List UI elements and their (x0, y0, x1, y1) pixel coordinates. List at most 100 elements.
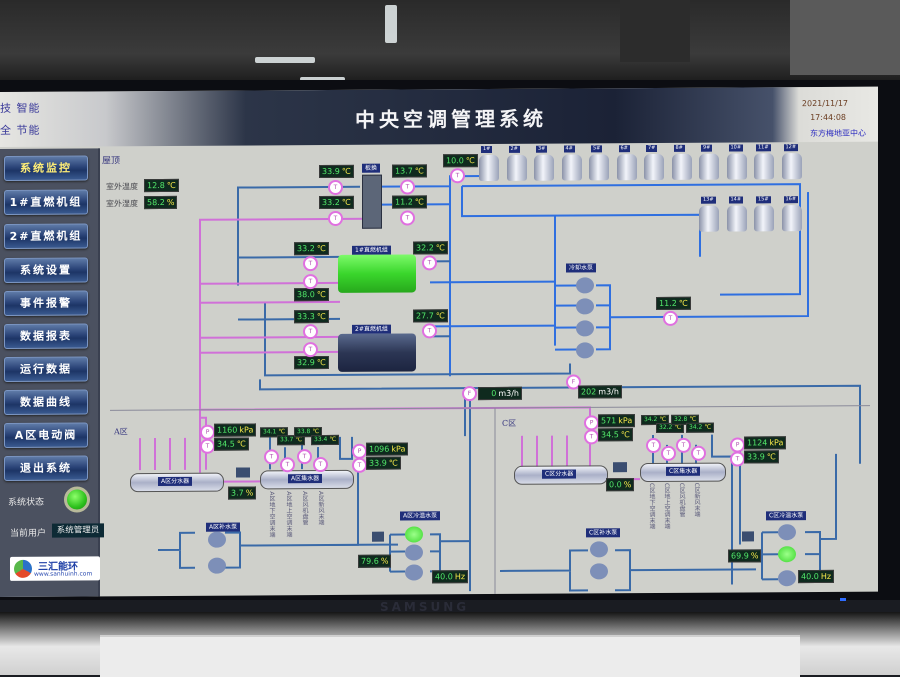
valve-icon[interactable] (236, 467, 250, 477)
temp-sensor-icon[interactable]: T (422, 255, 437, 270)
cooling-tower[interactable]: 5# (588, 145, 610, 183)
unit: ℃ (767, 452, 776, 461)
flow-sensor-icon[interactable]: F (462, 386, 477, 401)
value: 79.6 (361, 557, 379, 566)
temp-sensor-icon[interactable]: T (646, 438, 661, 453)
wall-panel (790, 0, 900, 75)
temp-sensor-icon[interactable]: T (730, 451, 745, 466)
bypass-valve-icon[interactable] (372, 532, 384, 542)
nav-data-curve[interactable]: 数据曲线 (4, 389, 88, 415)
sidebar: 系统监控 1#直燃机组 2#直燃机组 系统设置 事件报警 数据报表 运行数据 数… (0, 148, 100, 597)
unit: % (167, 198, 175, 207)
temp-sensor-icon[interactable]: T (400, 179, 415, 194)
zone-c-label: C区 (502, 418, 516, 429)
nav-system-monitor[interactable]: 系统监控 (4, 155, 88, 181)
temp-sensor-icon[interactable]: T (303, 342, 318, 357)
pressure-sensor-icon[interactable]: P (352, 444, 367, 459)
temp-sensor-icon[interactable]: T (303, 274, 318, 289)
bypass-valve-icon[interactable] (742, 531, 754, 541)
system-status-label: 系统状态 (8, 495, 44, 508)
temp-sensor-icon[interactable]: T (661, 446, 676, 461)
cooling-tower[interactable]: 7# (643, 145, 665, 183)
c-makeup-pump-label: C区补水泵 (586, 528, 620, 537)
nav-event-alarm[interactable]: 事件报警 (4, 290, 88, 316)
temp-sensor-icon[interactable]: T (584, 429, 599, 444)
c-hot-pump-label: C区冷温水泵 (766, 511, 806, 520)
cooling-tower[interactable]: 13# (698, 197, 720, 235)
cooling-tower[interactable]: 12# (781, 144, 803, 182)
pressure-sensor-icon[interactable]: P (730, 437, 745, 452)
pump-icon[interactable] (405, 564, 423, 580)
value: 34.5 (217, 440, 235, 449)
branch-temp: 34.2℃ (686, 423, 714, 433)
temp-sensor-icon[interactable]: T (400, 210, 415, 225)
nav-chiller-1[interactable]: 1#直燃机组 (4, 189, 88, 215)
cooling-tower[interactable]: 4# (561, 145, 583, 183)
cooling-tower[interactable]: 8# (671, 145, 693, 183)
temp-sensor-icon[interactable]: T (691, 446, 706, 461)
pump-icon[interactable] (778, 570, 796, 586)
cooling-tower[interactable]: 2# (506, 146, 528, 184)
pump-icon[interactable] (576, 342, 594, 358)
temp-sensor-icon[interactable]: T (280, 457, 295, 472)
unit: ℃ (342, 167, 351, 176)
a-collector-label: A区集水器 (288, 474, 322, 483)
temp-sensor-icon[interactable]: T (200, 439, 215, 454)
nav-zone-a-valve[interactable]: A区电动阀 (4, 422, 88, 448)
temp-sensor-icon[interactable]: T (297, 449, 312, 464)
pressure-sensor-icon[interactable]: P (584, 415, 599, 430)
pump-icon[interactable] (576, 320, 594, 336)
value: 40.0 (801, 572, 819, 581)
pump-icon[interactable] (208, 532, 226, 548)
temp-sensor-icon[interactable]: T (352, 458, 367, 473)
pressure-sensor-icon[interactable]: P (200, 425, 215, 440)
pump-running-icon[interactable] (405, 526, 423, 542)
valve-icon[interactable] (613, 462, 627, 472)
temp-sensor-icon[interactable]: T (422, 323, 437, 338)
pump-icon[interactable] (405, 544, 423, 560)
cooling-tower[interactable]: 1# (478, 146, 500, 184)
cooling-tower[interactable]: 9# (698, 145, 720, 183)
cooling-tower[interactable]: 14# (726, 196, 748, 234)
pump-icon[interactable] (778, 524, 796, 540)
nav-data-report[interactable]: 数据报表 (4, 323, 88, 349)
temp-display: 11.2℃ (392, 195, 427, 208)
cooling-tower[interactable]: 16# (781, 196, 803, 234)
temp-sensor-icon[interactable]: T (328, 211, 343, 226)
unit: ℃ (436, 243, 445, 252)
temp-sensor-icon[interactable]: T (676, 438, 691, 453)
unit: kPa (239, 425, 253, 434)
cooling-tower[interactable]: 10# (726, 144, 748, 182)
cooling-tower[interactable]: 6# (616, 145, 638, 183)
temp-sensor-icon[interactable]: T (450, 168, 465, 183)
temp-sensor-icon[interactable]: T (303, 324, 318, 339)
nav-chiller-2[interactable]: 2#直燃机组 (4, 223, 88, 249)
nav-exit-system[interactable]: 退出系统 (4, 455, 88, 481)
nav-system-settings[interactable]: 系统设置 (4, 257, 88, 283)
cooling-tower[interactable]: 11# (753, 144, 775, 182)
pump-icon[interactable] (576, 298, 594, 314)
pump-icon[interactable] (590, 541, 608, 557)
temp-sensor-icon[interactable]: T (313, 457, 328, 472)
chiller-2-unit[interactable] (338, 333, 416, 371)
cooling-tower[interactable]: 15# (753, 196, 775, 234)
unit: ℃ (704, 424, 711, 431)
chiller-1-unit[interactable] (338, 254, 416, 292)
cooling-tower-icon (589, 154, 609, 180)
temp-sensor-icon[interactable]: T (303, 256, 318, 271)
cooling-tower[interactable]: 3# (533, 146, 555, 184)
pump-icon[interactable] (208, 558, 226, 574)
nav-run-data[interactable]: 运行数据 (4, 356, 88, 382)
pump-icon[interactable] (576, 277, 594, 293)
temp-display: 33.9℃ (744, 450, 779, 463)
pump-icon[interactable] (590, 563, 608, 579)
logo-url: www.sanhuinh.com (34, 570, 92, 577)
temp-sensor-icon[interactable]: T (663, 311, 678, 326)
temp-sensor-icon[interactable]: T (328, 180, 343, 195)
heat-exchanger[interactable] (362, 175, 382, 229)
divider (110, 406, 870, 411)
pump-running-icon[interactable] (778, 546, 796, 562)
outdoor-humidity-display: 58.2% (144, 196, 177, 209)
temp-sensor-icon[interactable]: T (264, 449, 279, 464)
